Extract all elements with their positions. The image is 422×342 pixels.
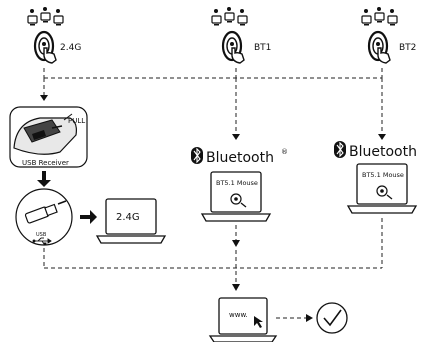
usb-receiver-label: USB Receiver [22, 159, 69, 167]
laptop-screen-label: BT5.1 Mouse [216, 179, 258, 187]
mouse-bottom-hand-icon [221, 30, 245, 64]
laptop-screen-label: 2.4G [116, 212, 140, 223]
laptop-screen-label: BT5.1 Mouse [362, 171, 404, 179]
usb-dongle-icon: USB [15, 188, 73, 246]
registered-mark: ® [281, 148, 288, 156]
bluetooth-word: Bluetooth [206, 150, 274, 166]
laptop-bt1: BT5.1 Mouse [200, 171, 272, 222]
check-circle-icon [316, 302, 348, 334]
right-arrow [80, 210, 97, 224]
mouse-bottom-hand-icon [33, 30, 57, 64]
mode-label-2-4g: 2.4G [60, 43, 81, 53]
top-connectors [43, 68, 383, 134]
mode-label-bt1: BT1 [254, 43, 271, 53]
pairing-devices-icon [361, 7, 398, 26]
laptop-2-4g: 2.4G [95, 198, 167, 244]
pairing-devices-icon [211, 7, 248, 26]
mouse-bottom-hand-icon [367, 30, 391, 64]
arrow-heads-top [40, 95, 386, 140]
pull-label: PULL [68, 117, 85, 125]
bottom-connectors [43, 218, 383, 284]
bluetooth-word: Bluetooth [349, 144, 417, 160]
browser-url-text: www. [229, 311, 248, 319]
laptop-browser: www. [208, 297, 278, 342]
bluetooth-logo-bt2: Bluetooth [334, 141, 417, 160]
pairing-devices-icon [27, 7, 64, 26]
mode-bt2: BT2 [361, 7, 416, 64]
mode-2-4g: 2.4G [27, 7, 81, 64]
down-arrow [37, 171, 51, 187]
laptop-bt2: BT5.1 Mouse [346, 163, 418, 214]
mode-label-bt2: BT2 [399, 43, 416, 53]
usb-label: USB [36, 232, 47, 238]
usb-receiver-illustration: PULL USB Receiver [9, 106, 88, 168]
cursor-icon [254, 316, 263, 328]
arrow-heads-bottom [232, 240, 240, 291]
mode-bt1: BT1 [211, 7, 271, 64]
usb-symbol-icon [32, 237, 52, 246]
bluetooth-logo-bt1: Bluetooth ® [191, 147, 288, 166]
success-arrow [276, 314, 313, 322]
